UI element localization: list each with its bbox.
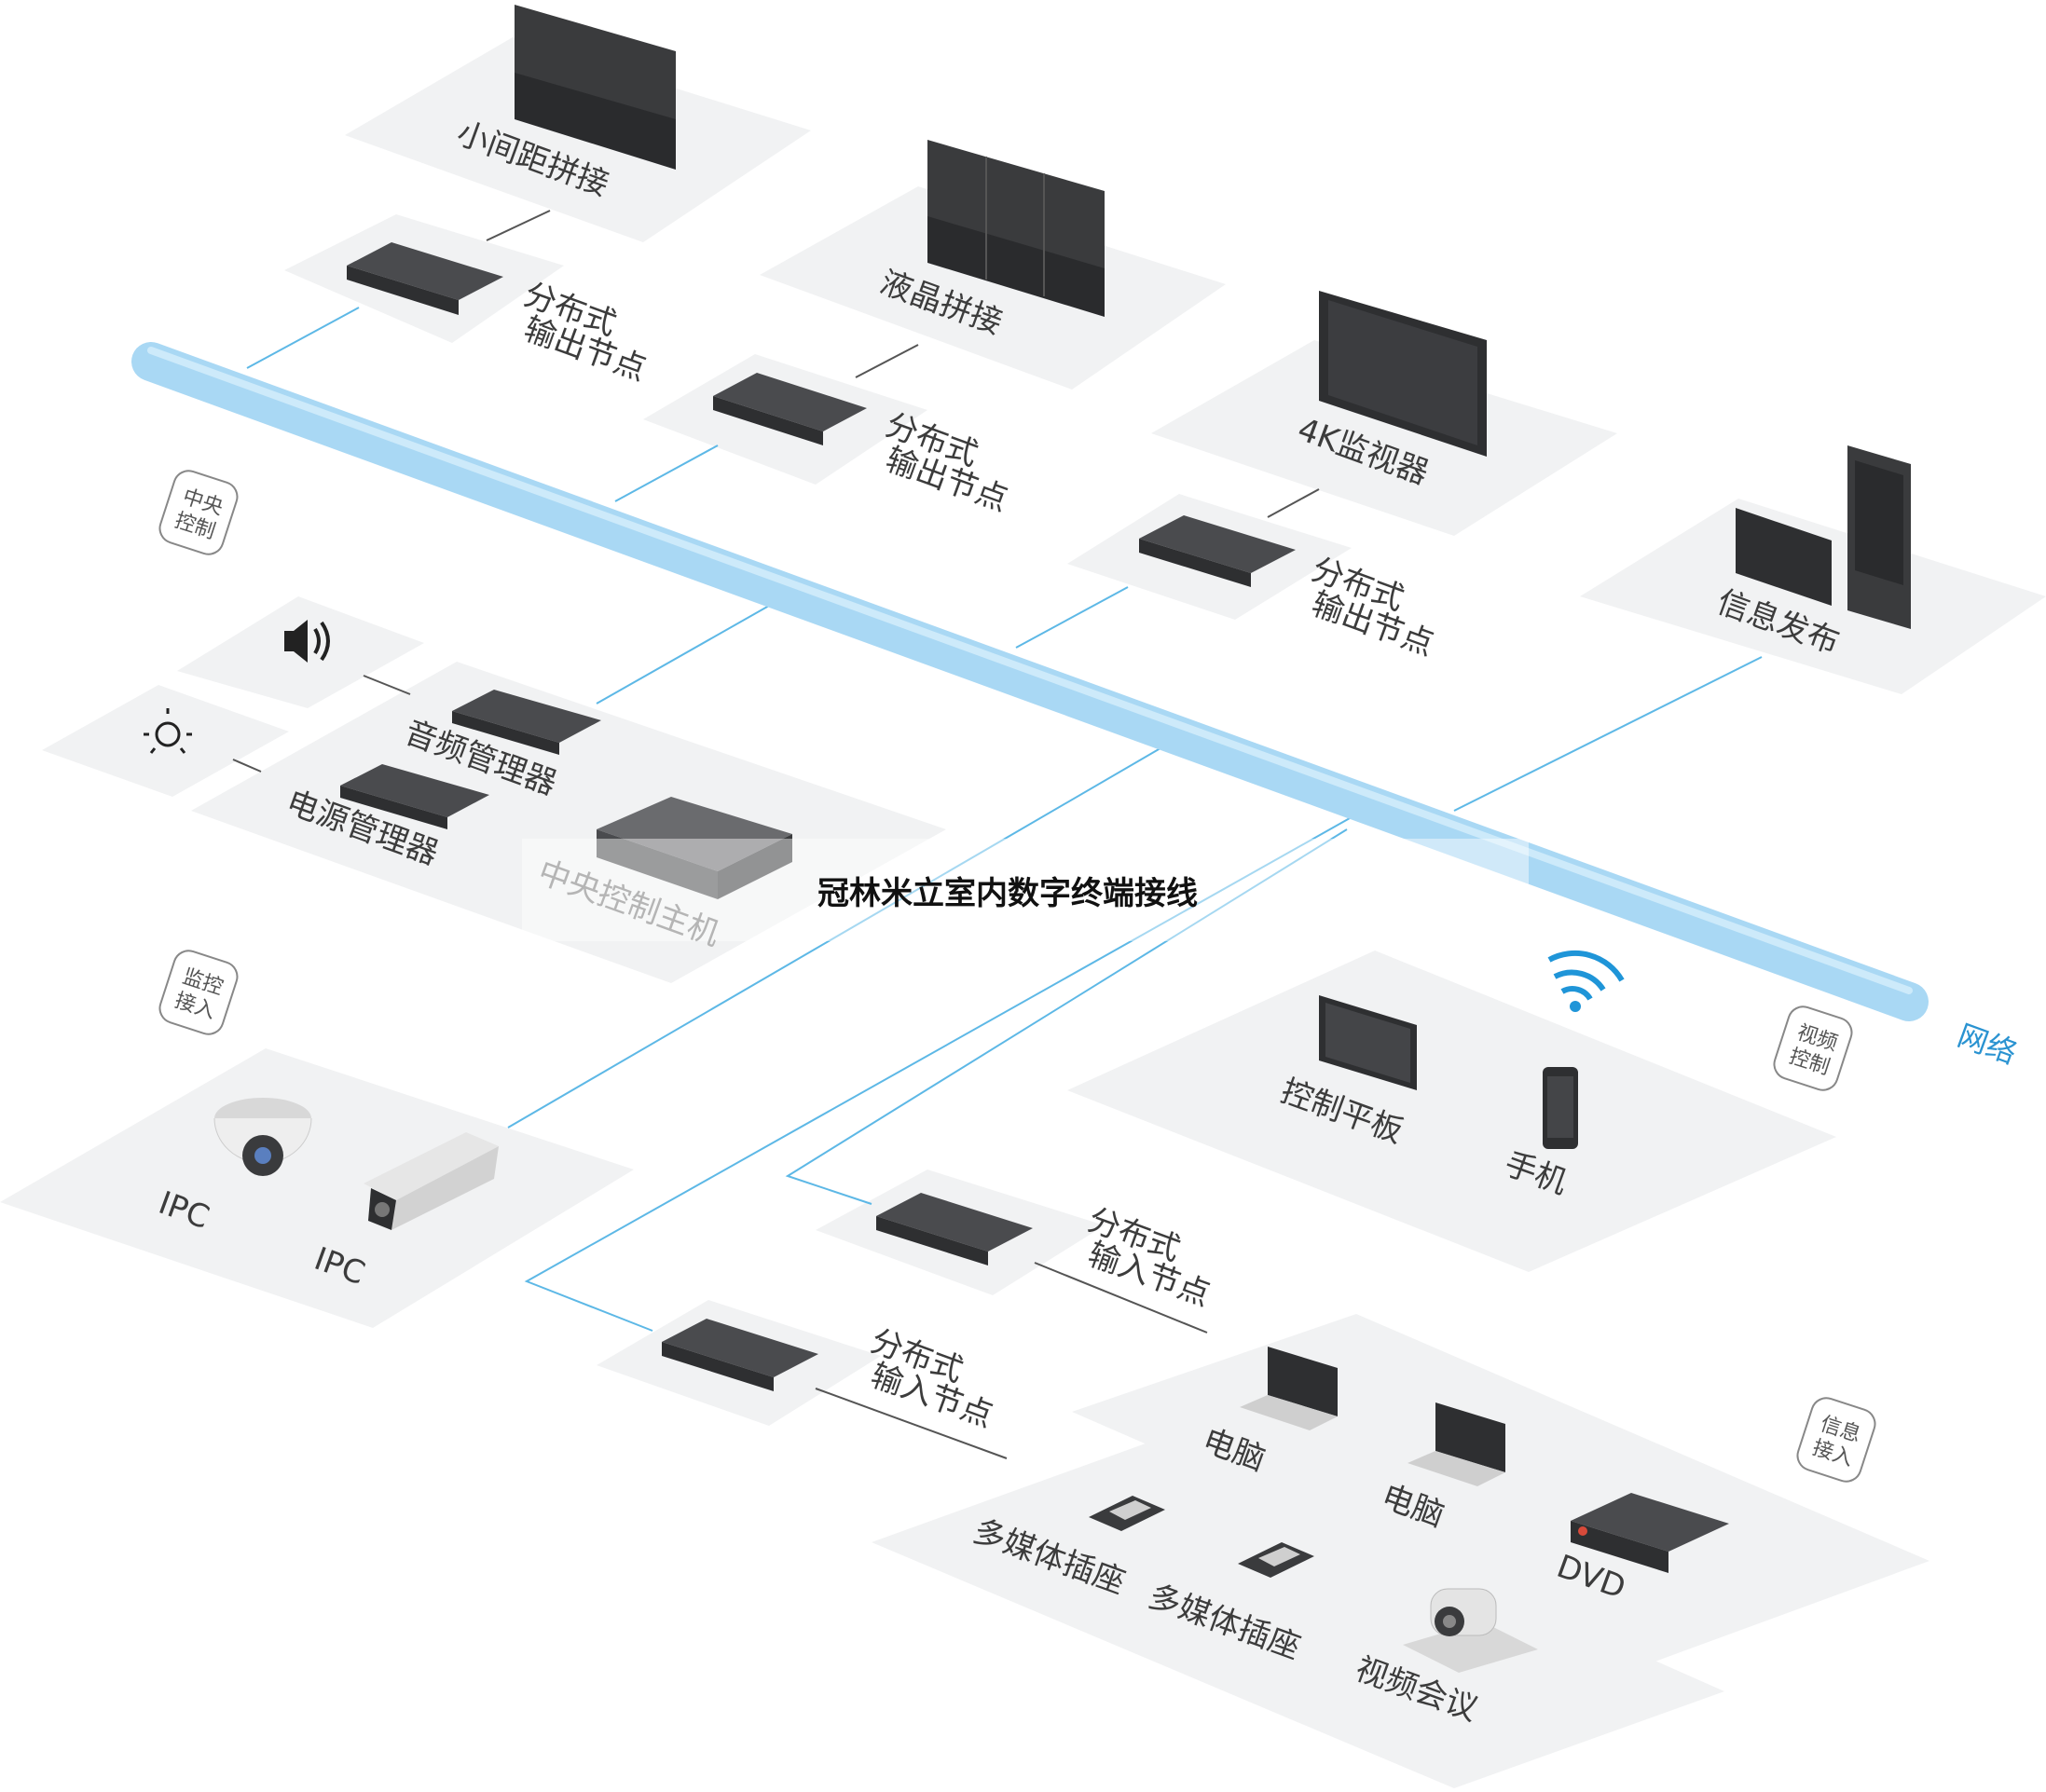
- conn-input-1: [785, 828, 1348, 1205]
- tag-monitor-access: 监控 接入: [158, 950, 239, 1035]
- platform-4k-monitor: [1151, 340, 1617, 536]
- link-speaker: [363, 675, 411, 695]
- central-host-icon: [597, 797, 792, 899]
- platform-mobile: [1067, 951, 1836, 1272]
- platform-monitoring: [0, 1048, 634, 1328]
- network-label: 网络: [1953, 1018, 2021, 1072]
- laptop-1-icon: [1240, 1347, 1338, 1430]
- tag-video-control: 视频 控制: [1773, 1005, 1853, 1091]
- conn-output-2: [614, 445, 719, 502]
- link-4k: [1267, 488, 1320, 518]
- power-manager-icon: [340, 764, 489, 829]
- link-lcd: [855, 344, 919, 378]
- info-release-icons: [1736, 445, 1911, 629]
- small-pitch-display-icon: [515, 5, 676, 170]
- multimedia-socket-1-icon: [1089, 1496, 1165, 1531]
- link-small-pitch: [486, 210, 551, 241]
- laptop-2-icon: [1407, 1402, 1505, 1486]
- network-bus: [131, 342, 1929, 1021]
- input-node-2-icon: [662, 1319, 818, 1391]
- link-light: [232, 759, 262, 773]
- platform-lcd-splice: [760, 186, 1226, 390]
- platform-light: [42, 685, 289, 797]
- 4k-monitor-icon: [1319, 291, 1487, 457]
- input-node-1-icon: [876, 1193, 1033, 1265]
- output-node-2-icon: [713, 373, 867, 445]
- light-icon: [144, 708, 192, 754]
- tag-central-control: 中央 控制: [158, 470, 239, 555]
- platform-small-pitch: [345, 37, 811, 242]
- multimedia-socket-2-icon: [1238, 1542, 1314, 1578]
- conn-output-1: [246, 307, 360, 369]
- conn-central: [596, 605, 770, 704]
- link-input-node-2: [815, 1388, 1008, 1459]
- output-node-1-icon: [347, 242, 503, 315]
- conn-monitoring: [507, 745, 1166, 1129]
- conn-output-3: [1015, 586, 1129, 649]
- conn-input-2: [524, 800, 1380, 1332]
- control-tablet-icon: [1319, 995, 1417, 1090]
- platform-central: [191, 662, 946, 983]
- diagram-title: 冠林米立室内数字终端接线: [817, 875, 1198, 912]
- platform-sockets: [872, 1440, 1724, 1788]
- link-input-node-1: [1034, 1262, 1208, 1334]
- title-backdrop: [522, 839, 1529, 941]
- bullet-camera-icon: [364, 1132, 499, 1230]
- dvd-player-icon: [1571, 1493, 1729, 1573]
- audio-manager-icon: [452, 690, 601, 755]
- wifi-icon: [1547, 950, 1625, 1012]
- conn-info-release: [1453, 656, 1763, 812]
- dome-camera-icon: [213, 1098, 312, 1176]
- output-node-3-icon: [1139, 515, 1296, 587]
- lcd-splice-display-icon: [927, 140, 1105, 317]
- tag-info-access: 信息 接入: [1796, 1397, 1876, 1483]
- phone-icon: [1543, 1067, 1578, 1149]
- speaker-icon: [284, 620, 330, 663]
- video-conference-camera-icon: [1403, 1588, 1538, 1673]
